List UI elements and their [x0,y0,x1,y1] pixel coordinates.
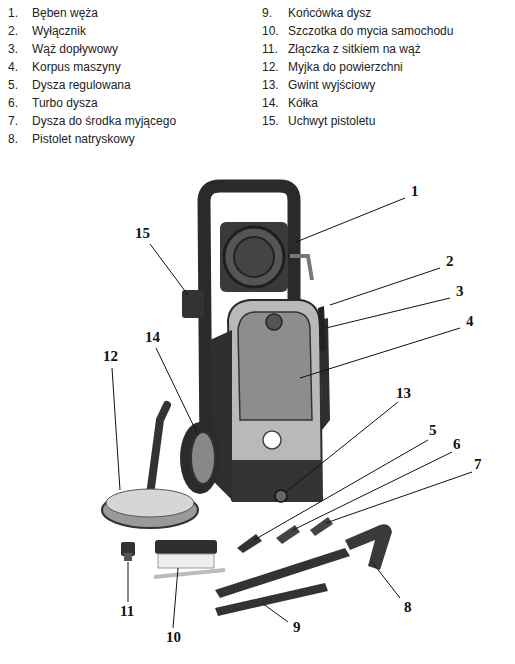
part-name: Korpus maszyny [32,60,121,74]
part-name: Kółka [288,96,318,110]
callout-number: 6 [453,436,461,452]
part-name: Złączka z sitkiem na wąż [288,42,421,56]
callout-number: 10 [166,629,181,645]
callout-number: 8 [404,599,412,615]
part-name: Dysza regulowana [32,78,131,92]
part-number: 6. [8,96,18,110]
callout-number: 5 [429,422,437,438]
part-name: Pistolet natryskowy [32,132,135,146]
callout-number: 2 [446,253,454,269]
part-number: 4. [8,60,18,74]
part-number: 15. [262,114,279,128]
part-name: Turbo dysza [32,96,98,110]
part-number: 11. [262,42,278,56]
callout-number: 11 [120,603,134,619]
part-number: 8. [8,132,18,146]
part-number: 1. [8,6,18,20]
part-number: 12. [262,60,279,74]
callout-number: 12 [103,348,118,364]
part-name: Bęben węża [32,6,98,20]
callout-number: 15 [135,225,150,241]
callout-number: 7 [474,456,482,472]
part-name: Wąż dopływowy [32,42,118,56]
part-name: Gwint wyjściowy [288,78,375,92]
part-number: 2. [8,24,18,38]
part-name: Dysza do środka myjącego [32,114,176,128]
callout-number: 3 [456,283,464,299]
callout-number: 14 [145,329,160,345]
part-number: 5. [8,78,18,92]
part-number: 13. [262,78,279,92]
part-name: Uchwyt pistoletu [288,114,375,128]
callout-number: 9 [293,619,301,635]
part-name: Szczotka do mycia samochodu [288,24,453,38]
callout-number: 13 [396,385,411,401]
part-number: 3. [8,42,18,56]
callout-number: 1 [411,183,419,199]
part-name: Wyłącznik [32,24,86,38]
part-name: Myjka do powierzchni [288,60,403,74]
part-name: Końcówka dysz [288,6,371,20]
part-number: 14. [262,96,279,110]
part-number: 7. [8,114,18,128]
callout-number: 4 [466,313,474,329]
part-number: 10. [262,24,279,38]
part-number: 9. [262,6,272,20]
